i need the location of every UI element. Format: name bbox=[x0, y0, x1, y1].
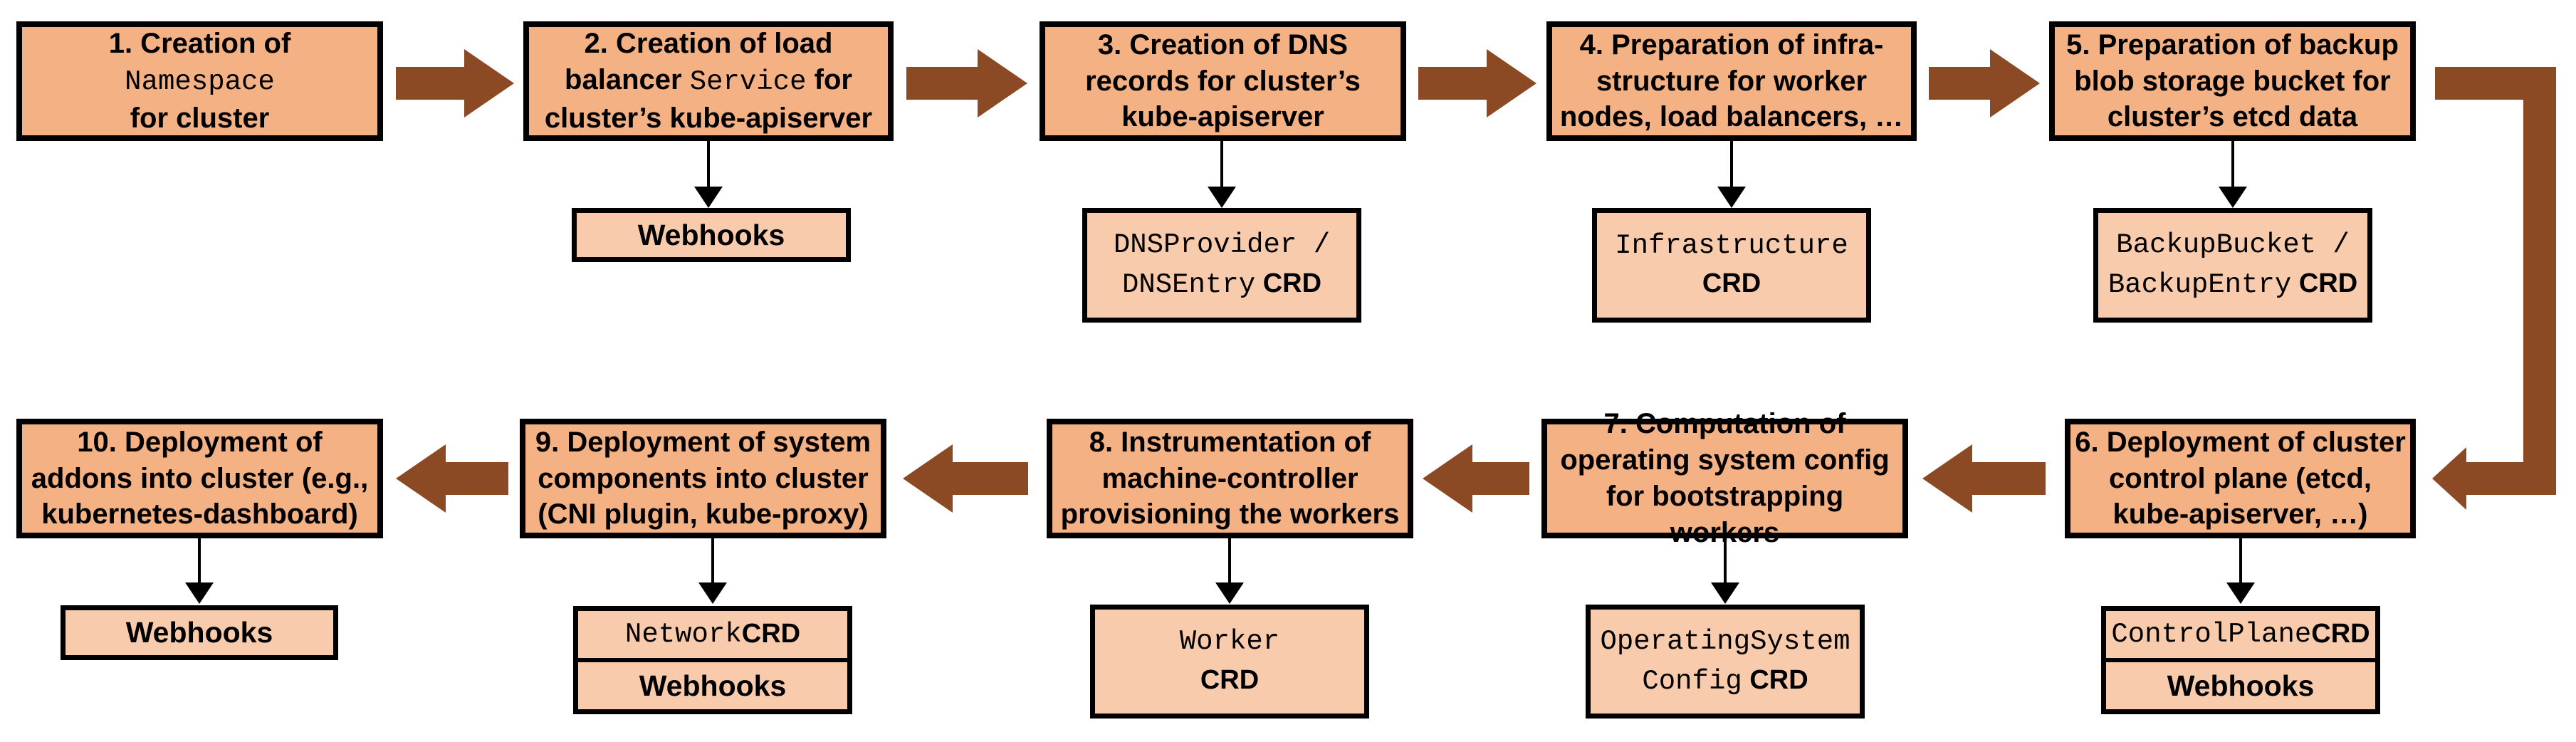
webhooks-label-step10: Webhooks bbox=[125, 616, 273, 649]
arrow-shaft bbox=[1969, 462, 2046, 495]
right-arrow-head-icon bbox=[464, 49, 514, 117]
crd-cell-step9: Network CRD bbox=[624, 618, 801, 650]
step-9-title: 9. Deployment of system components into … bbox=[535, 426, 871, 531]
step-3-title: 3. Creation of DNS records for cluster’s… bbox=[1085, 28, 1361, 133]
step-box-4: 4. Preparation of infra-structure for wo… bbox=[1546, 21, 1917, 141]
connector-line-step5 bbox=[2231, 141, 2234, 189]
crd-box-step3: DNSProvider /DNSEntry CRD bbox=[1082, 208, 1361, 323]
webhooks-label-step2: Webhooks bbox=[637, 218, 785, 251]
step-box-2: 2. Creation of load balancer Service for… bbox=[523, 21, 894, 141]
down-arrow-icon-step9 bbox=[698, 582, 727, 604]
crd-label-step5: BackupBucket /BackupEntry CRD bbox=[2108, 229, 2358, 301]
webhooks-cell-step9: Webhooks bbox=[578, 658, 847, 709]
left-arrow-head-icon bbox=[903, 444, 953, 513]
step-box-5: 5. Preparation of backup blob storage bu… bbox=[2049, 21, 2416, 141]
connector-line-step6 bbox=[2239, 538, 2242, 584]
elbow-vertical-segment-step5-to-step6 bbox=[2523, 67, 2556, 495]
down-arrow-icon-step8 bbox=[1215, 582, 1244, 604]
right-arrow-head-icon bbox=[978, 49, 1027, 117]
webhooks-cell-step6: Webhooks bbox=[2106, 658, 2375, 709]
crd-box-step5: BackupBucket /BackupEntry CRD bbox=[2093, 208, 2372, 323]
connector-line-step10 bbox=[198, 538, 201, 584]
down-arrow-icon-step2 bbox=[694, 187, 723, 208]
arrow-shaft bbox=[1929, 67, 1993, 100]
step-box-3: 3. Creation of DNS records for cluster’s… bbox=[1040, 21, 1406, 141]
step-box-10: 10. Deployment of addons into cluster (e… bbox=[16, 419, 383, 538]
left-arrow-head-icon-step6 bbox=[2432, 447, 2466, 510]
webhooks-box-step10: Webhooks bbox=[61, 605, 338, 660]
crd-webhooks-stack-step9: Network CRD Webhooks bbox=[573, 606, 852, 714]
flow-arrow-step7-to-step8 bbox=[1423, 444, 1529, 513]
crd-webhooks-stack-step6: ControlPlane CRD Webhooks bbox=[2101, 606, 2380, 714]
step-box-8: 8. Instrumentation of machine-controller… bbox=[1047, 419, 1413, 538]
flow-arrow-step9-to-step10 bbox=[396, 444, 508, 513]
connector-line-step7 bbox=[1724, 538, 1727, 584]
arrow-shaft bbox=[950, 462, 1028, 495]
left-arrow-head-icon bbox=[1423, 444, 1472, 513]
down-arrow-icon-step5 bbox=[2219, 187, 2247, 208]
down-arrow-icon-step10 bbox=[185, 582, 214, 604]
arrow-shaft bbox=[396, 67, 467, 100]
webhooks-box-step2: Webhooks bbox=[572, 208, 851, 262]
step-2-title: 2. Creation of load balancer Service for… bbox=[544, 28, 873, 134]
arrow-shaft bbox=[1470, 462, 1529, 495]
crd-cell-step6: ControlPlane CRD bbox=[2111, 618, 2370, 650]
connector-line-step8 bbox=[1228, 538, 1231, 584]
step-7-title: 7. Computation of operating system confi… bbox=[1560, 408, 1890, 548]
arrow-shaft bbox=[906, 67, 980, 100]
flow-arrow-step4-to-step5 bbox=[1929, 49, 2040, 117]
step-box-9: 9. Deployment of system components into … bbox=[520, 419, 886, 538]
flow-arrow-step8-to-step9 bbox=[903, 444, 1028, 513]
down-arrow-icon-step3 bbox=[1208, 187, 1236, 208]
down-arrow-icon-step6 bbox=[2226, 582, 2255, 604]
left-arrow-head-icon bbox=[1922, 444, 1972, 513]
left-arrow-head-icon bbox=[396, 444, 446, 513]
step-10-title: 10. Deployment of addons into cluster (e… bbox=[31, 426, 369, 531]
flow-arrow-step1-to-step2 bbox=[396, 49, 514, 117]
step-8-title: 8. Instrumentation of machine-controller… bbox=[1060, 426, 1400, 531]
step-4-title: 4. Preparation of infra-structure for wo… bbox=[1559, 28, 1904, 133]
arrow-shaft bbox=[1418, 67, 1489, 100]
connector-line-step3 bbox=[1220, 141, 1223, 189]
flow-arrow-step6-to-step7 bbox=[1922, 444, 2046, 513]
elbow-bottom-segment-step5-to-step6 bbox=[2466, 462, 2556, 495]
connector-line-step4 bbox=[1730, 141, 1733, 189]
arrow-shaft bbox=[443, 462, 508, 495]
down-arrow-icon-step7 bbox=[1711, 582, 1739, 604]
step-6-title: 6. Deployment of cluster control plane (… bbox=[2075, 426, 2406, 531]
step-5-title: 5. Preparation of backup blob storage bu… bbox=[2066, 28, 2399, 133]
connector-line-step9 bbox=[711, 538, 714, 584]
right-arrow-head-icon bbox=[1990, 49, 2040, 117]
crd-label-step3: DNSProvider /DNSEntry CRD bbox=[1113, 229, 1331, 301]
right-arrow-head-icon bbox=[1487, 49, 1536, 117]
flow-arrow-step3-to-step4 bbox=[1418, 49, 1536, 117]
step-box-6: 6. Deployment of cluster control plane (… bbox=[2065, 419, 2416, 538]
connector-line-step2 bbox=[707, 141, 710, 189]
down-arrow-icon-step4 bbox=[1717, 187, 1746, 208]
flow-arrow-step2-to-step3 bbox=[906, 49, 1027, 117]
step-box-7: 7. Computation of operating system confi… bbox=[1541, 408, 1908, 548]
